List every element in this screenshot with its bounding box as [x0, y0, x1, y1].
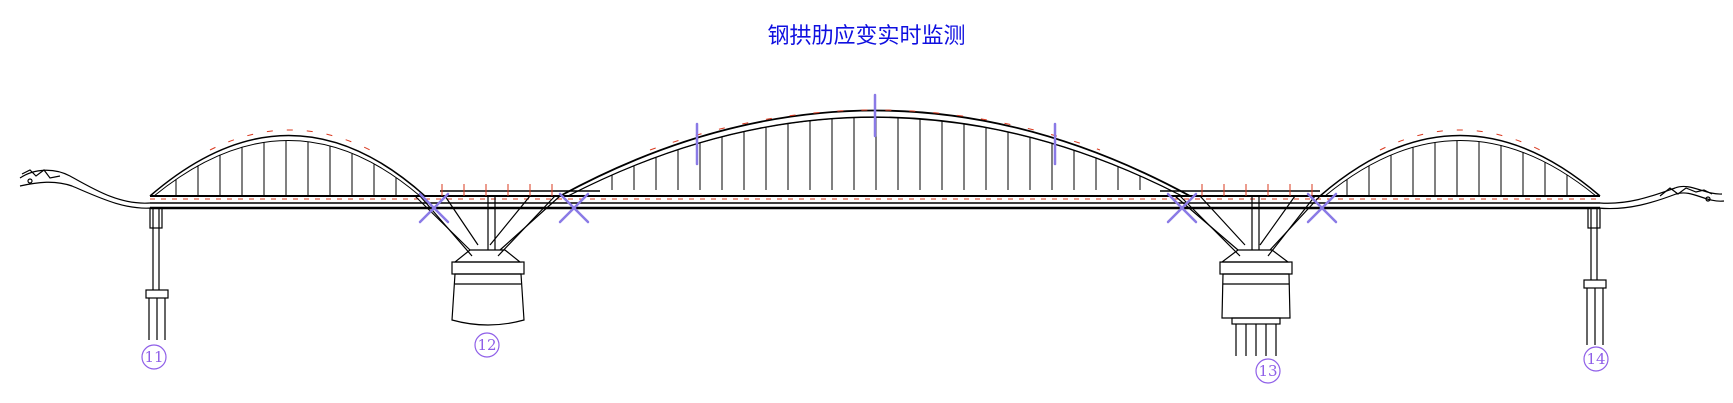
sensor-cross-13-right [1306, 192, 1338, 224]
left-dragon-ornament [19, 169, 153, 209]
right-arch-hangers [1346, 140, 1568, 196]
strain-sensor-markers [418, 93, 1338, 224]
svg-text:11: 11 [144, 348, 163, 366]
pier-14-structure [1583, 207, 1607, 345]
pier-label-14: 14 [1583, 346, 1609, 372]
svg-text:12: 12 [477, 336, 496, 354]
pier-label-11: 11 [141, 344, 167, 370]
pier-11-structure [145, 207, 169, 340]
sensor-cross-12-left [418, 192, 450, 224]
pier-13-structure [1174, 195, 1321, 356]
sensor-cross-12-right [558, 192, 590, 224]
pier-label-12: 12 [474, 332, 500, 358]
left-side-arch [149, 129, 426, 197]
left-arch-hangers [175, 140, 397, 196]
deck-girder [150, 190, 1600, 210]
pier-12-structure [414, 195, 561, 326]
pier-labels: 11 12 13 14 [141, 332, 1609, 384]
right-side-arch [1319, 129, 1601, 197]
main-arch-hangers [611, 117, 1141, 190]
svg-text:14: 14 [1586, 350, 1605, 368]
sensor-cross-13-left [1166, 192, 1198, 224]
pier-label-13: 13 [1255, 358, 1281, 384]
svg-text:13: 13 [1258, 362, 1277, 380]
right-dragon-ornament [1597, 185, 1725, 210]
page-title: 钢拱肋应变实时监测 [767, 24, 966, 49]
deck-posts [441, 184, 1313, 196]
